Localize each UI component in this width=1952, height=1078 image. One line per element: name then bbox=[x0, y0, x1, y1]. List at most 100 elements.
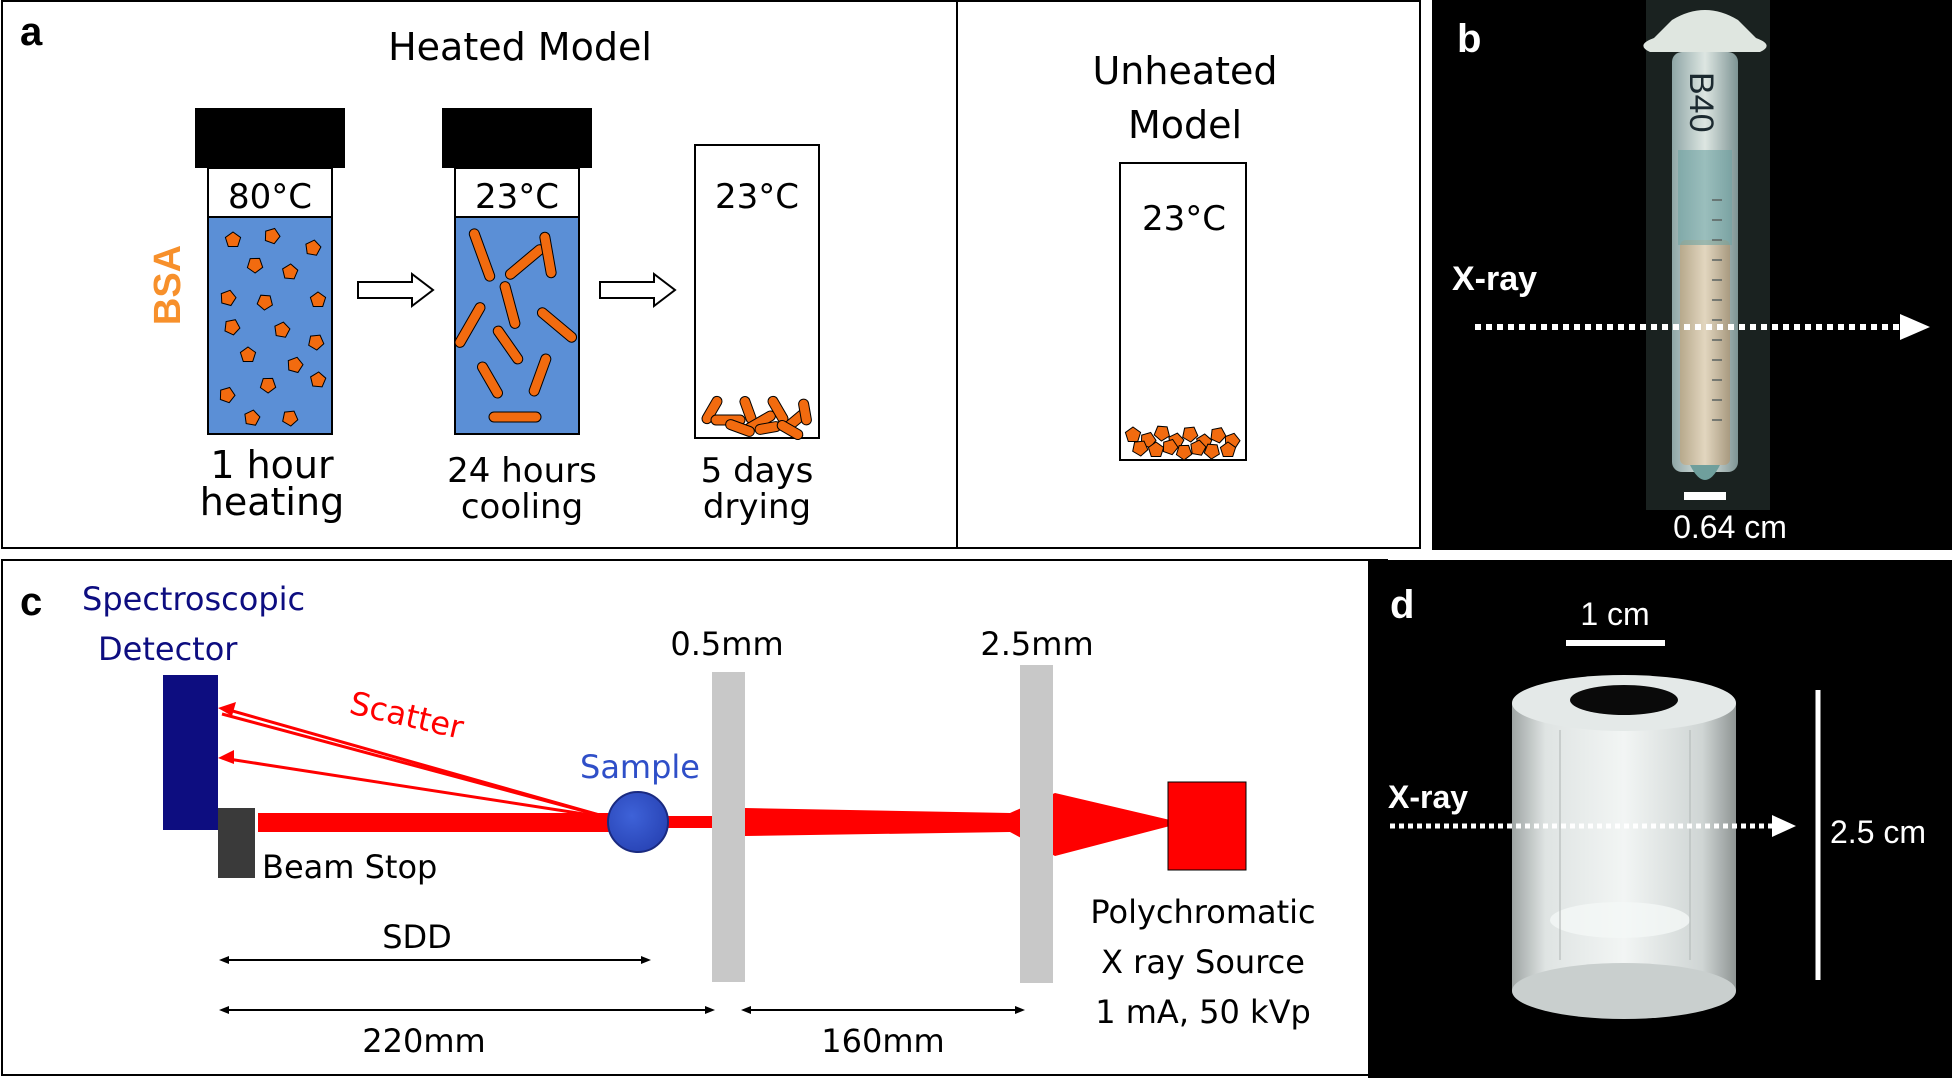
protein-particle bbox=[310, 371, 327, 388]
protein-particle bbox=[224, 319, 241, 336]
source-label-line3: 1 mA, 50 kVp bbox=[1095, 993, 1311, 1031]
protein-particle bbox=[259, 377, 277, 394]
fibril-particle bbox=[536, 307, 578, 343]
protein-particle bbox=[1147, 441, 1165, 457]
protein-particle bbox=[282, 263, 299, 280]
beam-stop bbox=[218, 808, 255, 878]
scale-label: 1 cm bbox=[1580, 596, 1649, 632]
fibril-particle bbox=[454, 302, 486, 348]
protein-particle bbox=[282, 410, 299, 427]
protein-particle bbox=[1190, 439, 1207, 456]
vial-temp: 23°C bbox=[715, 177, 799, 217]
protein-particle bbox=[244, 409, 261, 426]
panel-b: b B40 X-ray 0.64 cm bbox=[1432, 0, 1952, 550]
filter2-label: 2.5mm bbox=[980, 625, 1093, 663]
fibril-particle bbox=[701, 395, 723, 425]
vial-caption-line1: 24 hours bbox=[447, 451, 597, 491]
panel-c-letter: c bbox=[20, 580, 42, 624]
panel-c: c Spectroscopic Detector Beam Stop Scatt… bbox=[1, 559, 1388, 1076]
panel-d-letter: d bbox=[1390, 583, 1414, 627]
vial-cap bbox=[442, 108, 592, 168]
fibril-particle bbox=[492, 325, 524, 365]
protein-particle bbox=[308, 334, 325, 351]
vial-temp: 80°C bbox=[228, 177, 312, 217]
sdd-label: SDD bbox=[382, 918, 452, 956]
panel-d: d 1 cm X-ray 2.5 cm bbox=[1368, 560, 1952, 1078]
vial-temp: 23°C bbox=[475, 177, 559, 217]
protein-particle bbox=[219, 386, 236, 404]
dried-protein-particles bbox=[1124, 425, 1241, 461]
vial-temp: 23°C bbox=[1142, 199, 1226, 239]
fibril-particles bbox=[454, 228, 578, 423]
dist1-label: 220mm bbox=[362, 1022, 485, 1060]
panel-b-letter: b bbox=[1457, 17, 1481, 61]
xray-label: X-ray bbox=[1388, 779, 1468, 815]
source-label-line1: Polychromatic bbox=[1090, 893, 1315, 931]
protein-particle bbox=[256, 294, 273, 311]
vial-caption-line1: 1 hour bbox=[210, 443, 334, 487]
unheated-title-line1: Unheated bbox=[1092, 49, 1277, 93]
vial-caption-line2: heating bbox=[200, 480, 344, 524]
vial-cap bbox=[195, 108, 345, 168]
fibril-particle bbox=[798, 398, 812, 426]
dried-fibrils bbox=[701, 395, 812, 440]
sample bbox=[607, 791, 669, 853]
panel-a: a Heated Model Unheated Model BSA 80°C 1… bbox=[1, 0, 1421, 549]
protein-particle bbox=[305, 239, 322, 256]
protein-particle bbox=[287, 356, 304, 374]
protein-particle bbox=[309, 291, 327, 307]
dist2-label: 160mm bbox=[821, 1022, 944, 1060]
vial-caption-line2: cooling bbox=[461, 487, 583, 527]
heated-model-title: Heated Model bbox=[388, 25, 652, 69]
protein-particle bbox=[220, 289, 237, 307]
protein-particle bbox=[264, 227, 281, 245]
xray-arrowhead bbox=[1772, 815, 1796, 837]
vial-caption-line2: drying bbox=[703, 487, 811, 527]
fibril-particle bbox=[539, 231, 557, 279]
panel-a-letter: a bbox=[20, 10, 43, 54]
direct-beam bbox=[258, 813, 612, 832]
spectroscopic-detector bbox=[163, 675, 218, 830]
detector-label-line2: Detector bbox=[98, 630, 238, 668]
source-label-line2: X ray Source bbox=[1101, 943, 1305, 981]
filter-2-5mm bbox=[1020, 665, 1053, 983]
fibril-particle bbox=[528, 353, 552, 397]
fibril-particle bbox=[488, 411, 542, 423]
cylinder-phantom-image bbox=[1512, 675, 1736, 1019]
tube-marking: B40 bbox=[1682, 72, 1720, 133]
xray-label: X-ray bbox=[1452, 260, 1537, 298]
vial-drying: 23°C 5 days drying bbox=[694, 144, 820, 527]
filter-0-5mm bbox=[712, 672, 745, 982]
fibril-particle bbox=[725, 419, 755, 437]
xray-source bbox=[1167, 781, 1247, 871]
protein-particle bbox=[1132, 440, 1149, 457]
xray-arrowhead bbox=[1900, 314, 1930, 340]
fibril-particle bbox=[468, 228, 496, 282]
bsa-label: BSA bbox=[147, 245, 189, 325]
protein-particle bbox=[224, 231, 242, 247]
filter1-label: 0.5mm bbox=[670, 625, 783, 663]
scatter-rays bbox=[218, 702, 611, 820]
detector-label-line1: Spectroscopic bbox=[82, 580, 305, 618]
scale-label: 0.64 cm bbox=[1673, 509, 1787, 545]
protein-particle bbox=[239, 346, 257, 362]
height-label: 2.5 cm bbox=[1830, 814, 1926, 850]
beam-stop-label: Beam Stop bbox=[262, 848, 437, 886]
vial-cooling: 23°C 24 hours cooling bbox=[442, 108, 597, 527]
protein-particle bbox=[1219, 441, 1237, 457]
fibril-particle bbox=[776, 420, 804, 440]
step-arrow bbox=[599, 271, 677, 309]
protein-particles bbox=[219, 227, 327, 427]
vial-caption-line1: 5 days bbox=[701, 451, 814, 491]
vial-unheated: 23°C bbox=[1119, 162, 1247, 461]
protein-particle bbox=[1175, 444, 1193, 461]
fibril-particle bbox=[477, 361, 503, 399]
protein-particle bbox=[1162, 438, 1179, 456]
step-arrow bbox=[357, 271, 435, 309]
protein-particle bbox=[274, 321, 291, 338]
fibril-particle bbox=[499, 281, 521, 329]
unheated-title-line2: Model bbox=[1128, 103, 1242, 147]
protein-particle bbox=[1124, 426, 1142, 442]
sample-label: Sample bbox=[580, 748, 700, 786]
protein-particle bbox=[1210, 427, 1227, 444]
